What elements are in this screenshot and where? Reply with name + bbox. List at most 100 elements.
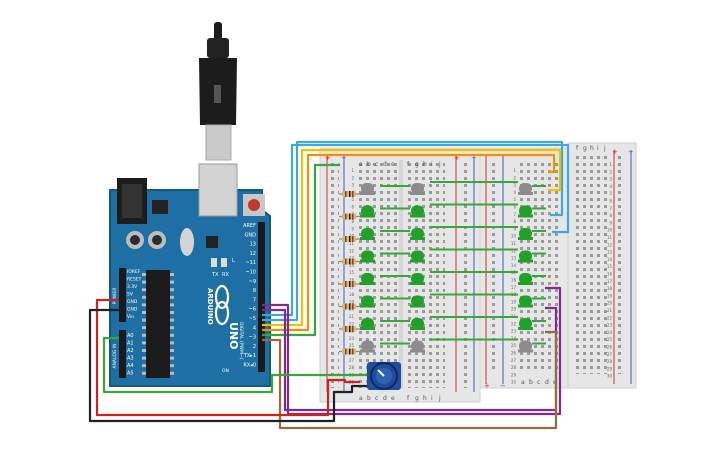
jumper-wires bbox=[380, 181, 546, 345]
tx-rx-leds: TX RX L bbox=[211, 258, 235, 278]
led-green[interactable] bbox=[410, 295, 425, 308]
column-letter: h bbox=[423, 395, 427, 402]
rail-minus-label-2: − bbox=[471, 154, 477, 162]
led-green[interactable] bbox=[410, 205, 425, 218]
resistor[interactable] bbox=[339, 213, 360, 220]
row-number: 24 bbox=[607, 330, 613, 335]
wire-yellow bbox=[262, 148, 562, 327]
column-letter: f bbox=[407, 395, 410, 402]
row-number: 4 bbox=[513, 190, 516, 195]
row-number: 27 bbox=[607, 352, 613, 357]
led-green[interactable] bbox=[518, 205, 533, 218]
row-number: 3 bbox=[513, 183, 516, 188]
digital-pin-label: GND bbox=[245, 232, 257, 238]
row-number: 22 bbox=[607, 315, 613, 320]
digital-header[interactable] bbox=[258, 222, 265, 372]
column-letter: h bbox=[590, 145, 594, 152]
wire-red-5v bbox=[95, 298, 330, 417]
resistor[interactable] bbox=[339, 281, 360, 287]
chip-pins bbox=[142, 273, 174, 375]
led-green[interactable] bbox=[518, 228, 533, 240]
led-off[interactable] bbox=[360, 340, 375, 353]
row-number: 27 bbox=[511, 358, 517, 363]
led-green[interactable] bbox=[360, 318, 375, 330]
arduino-board[interactable]: TX RX L ARDUINO UNO POWER ANALOG IN DIGI… bbox=[109, 163, 271, 387]
row-number: 14 bbox=[511, 263, 517, 268]
column-letter: a bbox=[521, 379, 525, 386]
row-number: 5 bbox=[513, 197, 516, 202]
power-pin-label: GND bbox=[127, 307, 138, 313]
reset-button[interactable] bbox=[243, 194, 265, 216]
usb-port bbox=[198, 163, 238, 217]
analog-header[interactable] bbox=[119, 330, 126, 378]
resistor[interactable] bbox=[339, 303, 360, 310]
row-number: 1 bbox=[351, 168, 354, 173]
row-number: 17 bbox=[349, 285, 355, 290]
row-number: 19 bbox=[349, 299, 355, 304]
capacitors bbox=[126, 231, 166, 249]
potentiometer[interactable] bbox=[367, 362, 401, 390]
row-number: 7 bbox=[609, 206, 612, 211]
resistor[interactable] bbox=[339, 326, 360, 332]
row-number: 17 bbox=[607, 279, 613, 284]
analog-pin-label: A2 bbox=[127, 348, 134, 354]
rail-minus-label-3: − bbox=[500, 382, 506, 390]
analog-pin-label: A5 bbox=[127, 371, 134, 377]
led-green[interactable] bbox=[360, 250, 375, 263]
led-green[interactable] bbox=[410, 273, 425, 285]
row-number: 19 bbox=[607, 293, 613, 298]
column-letter: i bbox=[431, 395, 433, 402]
row-number: 30 bbox=[511, 380, 517, 385]
led-green[interactable] bbox=[360, 273, 375, 285]
row-number: 11 bbox=[349, 241, 355, 246]
power-header[interactable] bbox=[119, 268, 126, 322]
led-off[interactable] bbox=[518, 183, 533, 195]
digital-pin-label: 7 bbox=[253, 297, 256, 303]
row-number: 24 bbox=[349, 336, 355, 341]
digital-pin-label: 8 bbox=[253, 288, 256, 294]
breadboard-right[interactable] bbox=[567, 142, 637, 389]
led-green[interactable] bbox=[410, 318, 425, 330]
row-number: 13 bbox=[607, 250, 613, 255]
row-number: 28 bbox=[607, 359, 613, 364]
usb-cable[interactable] bbox=[199, 22, 237, 161]
led-green[interactable] bbox=[410, 228, 425, 240]
row-number: 25 bbox=[607, 337, 613, 342]
led-green[interactable] bbox=[518, 318, 533, 330]
leds[interactable] bbox=[360, 183, 533, 353]
rail-minus-label: − bbox=[341, 154, 347, 162]
led-off[interactable] bbox=[518, 340, 533, 353]
led-green[interactable] bbox=[410, 250, 425, 263]
analog-pin-label: A1 bbox=[127, 341, 134, 347]
led-green[interactable] bbox=[360, 228, 375, 240]
resistor[interactable] bbox=[339, 191, 360, 197]
led-green[interactable] bbox=[518, 273, 533, 285]
row-number: 18 bbox=[349, 292, 355, 297]
led-off[interactable] bbox=[360, 183, 375, 195]
power-pin-label: RESET bbox=[127, 277, 142, 283]
row-number: 23 bbox=[607, 323, 613, 328]
resistors[interactable] bbox=[339, 191, 360, 355]
resistor[interactable] bbox=[339, 236, 360, 242]
rail-plus-label-2: + bbox=[454, 154, 460, 162]
led-green[interactable] bbox=[360, 205, 375, 218]
row-number: 8 bbox=[609, 213, 612, 218]
row-number: 2 bbox=[609, 169, 612, 174]
row-number: 13 bbox=[511, 256, 517, 261]
digital-pin-label: ~11 bbox=[245, 260, 256, 266]
row-number: 29 bbox=[511, 372, 517, 377]
led-green[interactable] bbox=[518, 295, 533, 308]
led-off[interactable] bbox=[410, 340, 425, 353]
resistor[interactable] bbox=[339, 348, 360, 355]
led-green[interactable] bbox=[518, 250, 533, 263]
row-number: 6 bbox=[609, 199, 612, 204]
rx-label: RX bbox=[222, 272, 229, 278]
resistor[interactable] bbox=[339, 258, 360, 265]
led-green[interactable] bbox=[360, 295, 375, 308]
rail-plus-label-4: + bbox=[612, 148, 618, 156]
row-number: 3 bbox=[351, 183, 354, 188]
led-off[interactable] bbox=[410, 183, 425, 195]
row-number: 26 bbox=[607, 345, 613, 350]
digital-pin-label: ~10 bbox=[245, 270, 256, 276]
